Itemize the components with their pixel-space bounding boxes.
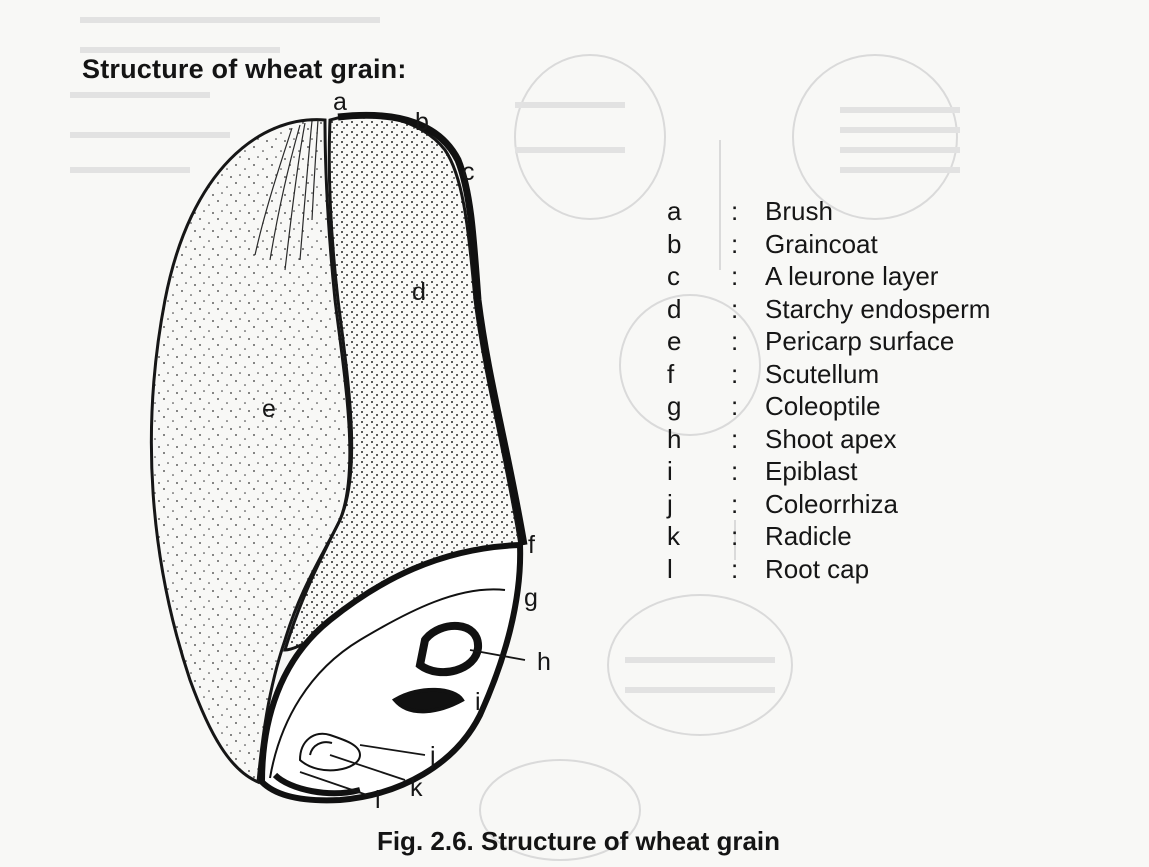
callout-b: b xyxy=(415,108,429,136)
callout-d: d xyxy=(412,278,426,306)
callout-f: f xyxy=(528,531,535,559)
legend-row: i:Epiblast xyxy=(667,456,1107,489)
legend-row: a:Brush xyxy=(667,196,1107,229)
callout-h: h xyxy=(537,648,551,676)
legend: a:Brush b:Graincoat c:A leurone layer d:… xyxy=(667,196,1107,586)
legend-row: k:Radicle xyxy=(667,521,1107,554)
callout-j: j xyxy=(429,742,436,770)
legend-row: j:Coleorrhiza xyxy=(667,489,1107,522)
legend-row: c:A leurone layer xyxy=(667,261,1107,294)
legend-row: h:Shoot apex xyxy=(667,424,1107,457)
callout-k: k xyxy=(410,774,423,802)
legend-row: f:Scutellum xyxy=(667,359,1107,392)
callout-c: c xyxy=(462,158,475,186)
legend-row: l:Root cap xyxy=(667,554,1107,587)
callout-l: l xyxy=(375,786,381,814)
legend-row: b:Graincoat xyxy=(667,229,1107,262)
callout-i: i xyxy=(475,688,481,716)
legend-row: e:Pericarp surface xyxy=(667,326,1107,359)
callout-g: g xyxy=(524,584,538,612)
callout-a: a xyxy=(333,88,347,116)
figure-caption: Fig. 2.6. Structure of wheat grain xyxy=(0,826,1149,857)
legend-row: g:Coleoptile xyxy=(667,391,1107,424)
callout-e: e xyxy=(262,395,276,423)
legend-row: d:Starchy endosperm xyxy=(667,294,1107,327)
